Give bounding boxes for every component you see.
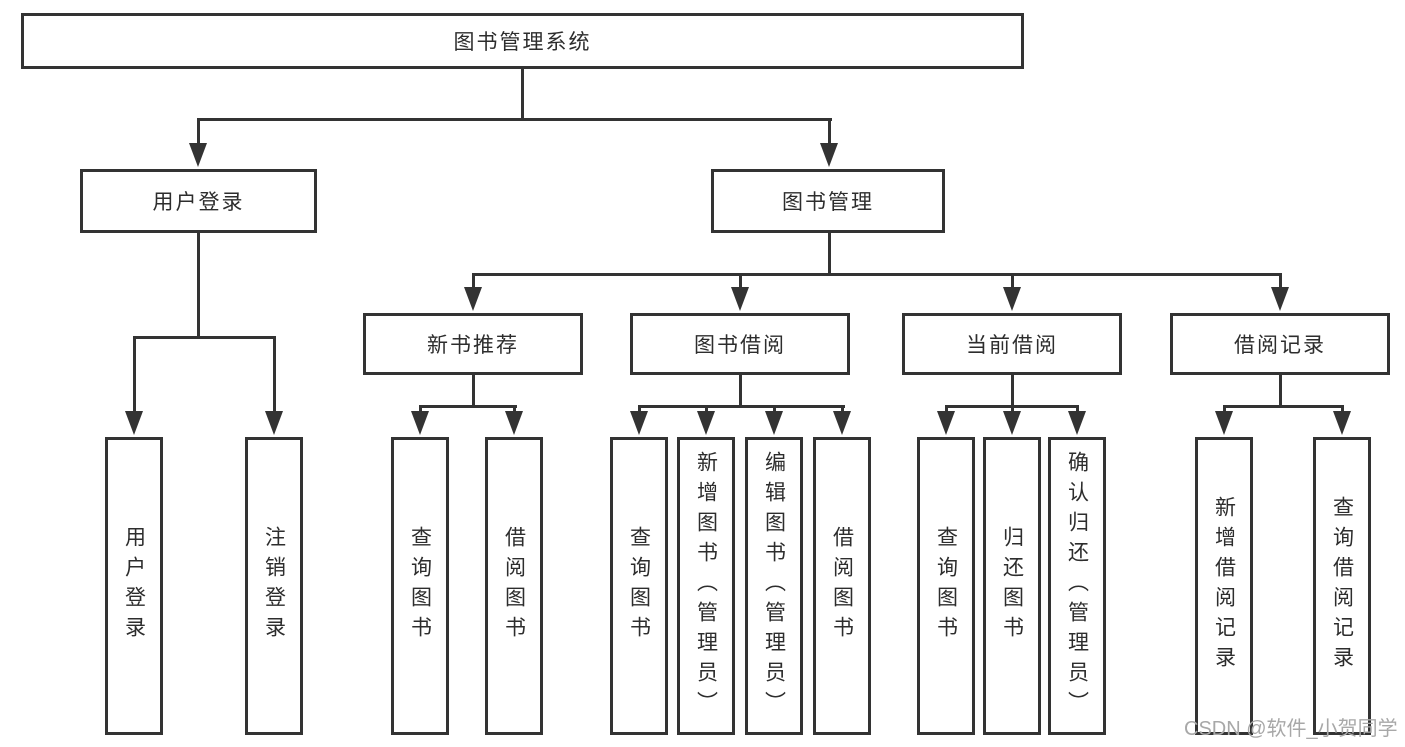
connector-line — [521, 69, 524, 118]
node-label: 图书管理 — [782, 191, 874, 214]
node-label: 借阅图书 — [830, 526, 854, 646]
connector-line — [419, 405, 517, 408]
arrow-down-icon — [765, 411, 783, 435]
leaf-cb-return-book: 归还图书 — [983, 437, 1041, 735]
connector-line — [739, 374, 742, 405]
connector-line — [1011, 374, 1014, 405]
node-label: 确认归还（管理员） — [1065, 451, 1089, 721]
leaf-bb-borrow-book: 借阅图书 — [813, 437, 871, 735]
connector-line — [133, 336, 136, 413]
node-label: 查询图书 — [934, 526, 958, 646]
leaf-br-add-record: 新增借阅记录 — [1195, 437, 1253, 735]
connector-line — [1341, 405, 1344, 414]
connector-line — [1011, 273, 1014, 290]
connector-line — [1279, 374, 1282, 405]
arrow-down-icon — [1068, 411, 1086, 435]
leaf-user-login: 用户登录 — [105, 437, 163, 735]
connector-line — [472, 273, 1282, 276]
leaf-cb-confirm-return-admin: 确认归还（管理员） — [1048, 437, 1106, 735]
node-label: 查询图书 — [408, 526, 432, 646]
leaf-nb-query-book: 查询图书 — [391, 437, 449, 735]
connector-line — [472, 374, 475, 405]
node-label: 借阅图书 — [502, 526, 526, 646]
node-user-login: 用户登录 — [80, 169, 317, 233]
leaf-bb-add-book-admin: 新增图书（管理员） — [677, 437, 735, 735]
connector-line — [739, 273, 742, 290]
arrow-down-icon — [630, 411, 648, 435]
arrow-down-icon — [1333, 411, 1351, 435]
leaf-nb-borrow-book: 借阅图书 — [485, 437, 543, 735]
arrow-down-icon — [1271, 287, 1289, 311]
node-current-borrow: 当前借阅 — [902, 313, 1122, 375]
node-label: 归还图书 — [1000, 526, 1024, 646]
node-label: 用户登录 — [152, 191, 245, 214]
arrow-down-icon — [464, 287, 482, 311]
leaf-bb-edit-book-admin: 编辑图书（管理员） — [745, 437, 803, 735]
node-label: 当前借阅 — [966, 334, 1058, 357]
connector-line — [1076, 405, 1079, 414]
arrow-down-icon — [820, 143, 838, 167]
connector-line — [638, 405, 845, 408]
arrow-down-icon — [505, 411, 523, 435]
arrow-down-icon — [265, 411, 283, 435]
arrow-down-icon — [937, 411, 955, 435]
csdn-watermark: CSDN @软件_小贺同学 — [1184, 718, 1398, 740]
connector-line — [773, 405, 776, 414]
node-label: 新增图书（管理员） — [694, 451, 718, 721]
connector-line — [1223, 405, 1226, 414]
arrow-down-icon — [411, 411, 429, 435]
node-label: 新书推荐 — [427, 334, 519, 357]
connector-line — [1279, 273, 1282, 290]
arrow-down-icon — [125, 411, 143, 435]
arrow-down-icon — [1215, 411, 1233, 435]
connector-line — [197, 118, 200, 146]
connector-line — [945, 405, 948, 414]
leaf-br-query-record: 查询借阅记录 — [1313, 437, 1371, 735]
node-label: 注销登录 — [262, 526, 286, 646]
arrow-down-icon — [1003, 411, 1021, 435]
connector-line — [828, 233, 831, 273]
leaf-bb-query-book: 查询图书 — [610, 437, 668, 735]
connector-line — [841, 405, 844, 414]
connector-line — [1223, 405, 1344, 408]
node-label: 查询图书 — [627, 526, 651, 646]
node-library-system: 图书管理系统 — [21, 13, 1024, 69]
arrow-down-icon — [833, 411, 851, 435]
node-label: 借阅记录 — [1234, 334, 1326, 357]
node-book-borrow: 图书借阅 — [630, 313, 850, 375]
node-label: 编辑图书（管理员） — [762, 451, 786, 721]
connector-line — [197, 118, 832, 121]
node-label: 图书管理系统 — [453, 31, 592, 54]
connector-line — [133, 336, 276, 339]
connector-line — [513, 405, 516, 414]
arrow-down-icon — [189, 143, 207, 167]
connector-line — [197, 233, 200, 336]
node-label: 新增借阅记录 — [1212, 496, 1236, 676]
node-book-management: 图书管理 — [711, 169, 945, 233]
node-borrow-records: 借阅记录 — [1170, 313, 1390, 375]
connector-line — [273, 336, 276, 413]
node-label: 查询借阅记录 — [1330, 496, 1354, 676]
arrow-down-icon — [731, 287, 749, 311]
node-new-book-recommend: 新书推荐 — [363, 313, 583, 375]
leaf-cb-query-book: 查询图书 — [917, 437, 975, 735]
connector-line — [705, 405, 708, 414]
connector-line — [638, 405, 641, 414]
connector-line — [1011, 405, 1014, 414]
node-label: 用户登录 — [122, 526, 146, 646]
node-label: 图书借阅 — [694, 334, 786, 357]
connector-line — [419, 405, 422, 414]
arrow-down-icon — [1003, 287, 1021, 311]
arrow-down-icon — [697, 411, 715, 435]
connector-line — [472, 273, 475, 290]
connector-line — [828, 118, 831, 146]
leaf-logout: 注销登录 — [245, 437, 303, 735]
